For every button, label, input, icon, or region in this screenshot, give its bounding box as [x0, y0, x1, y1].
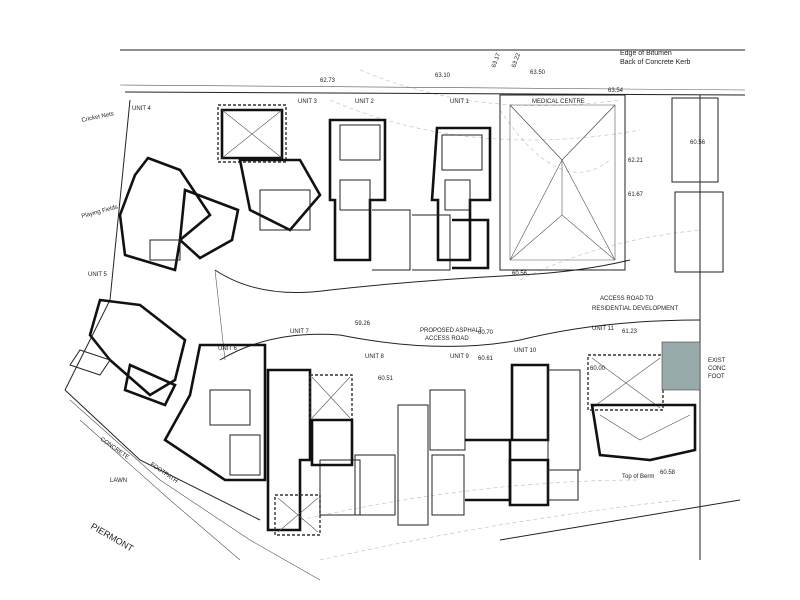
access-road-label-1: ACCESS ROAD TO — [600, 296, 654, 302]
unit-9-label: UNIT 9 — [450, 354, 470, 360]
medical-centre — [499, 94, 626, 271]
level-12: 60.51 — [378, 376, 394, 382]
access-road-label-2: RESIDENTIAL DEVELOPMENT — [592, 306, 678, 312]
level-5: 63.17 — [491, 52, 502, 69]
unit-9-plan — [429, 389, 512, 516]
medical-centre-label: MEDICAL CENTRE — [532, 99, 585, 105]
level-10: 60.56 — [512, 271, 528, 277]
unit-8-plan — [309, 374, 429, 526]
cricket-nets-label: Cricket Nets — [81, 111, 114, 124]
level-14: 60.00 — [590, 366, 606, 372]
unit-10-plan — [508, 363, 581, 507]
level-15: 61.23 — [622, 329, 638, 335]
back-of-kerb-label: Back of Concrete Kerb — [620, 59, 691, 66]
street-label: PIERMONT — [89, 521, 136, 554]
level-11: 60.70 — [478, 330, 494, 336]
level-2: 63.10 — [435, 73, 451, 79]
unit-1-label: UNIT 1 — [450, 99, 470, 105]
unit-11-plan — [587, 341, 701, 462]
unit-3-label: UNIT 3 — [298, 99, 318, 105]
unit-4-label: UNIT 4 — [132, 106, 152, 112]
plan-labels: Edge of Bitumen Back of Concrete Kerb Cr… — [81, 50, 726, 554]
level-9: 60.56 — [690, 140, 706, 146]
top-of-berm-label: Top of Berm — [622, 474, 654, 480]
unit-10-label: UNIT 10 — [514, 348, 537, 354]
unit-3-plan — [217, 104, 322, 232]
unit-6-label: UNIT 6 — [218, 346, 238, 352]
existing-label-3: FOOT — [708, 374, 725, 380]
unit-6-plan — [163, 343, 267, 482]
unit-11-label: UNIT 11 — [592, 326, 614, 332]
unit-7-label: UNIT 7 — [290, 329, 310, 335]
level-6: 63.22 — [511, 52, 522, 69]
level-8: 61.67 — [628, 192, 644, 198]
top-road — [119, 49, 746, 96]
level-16: 60.58 — [660, 470, 676, 476]
level-13: 60.61 — [478, 356, 494, 362]
lawn-label: LAWN — [110, 478, 127, 484]
level-1: 62.73 — [320, 78, 336, 84]
proposed-asphalt-label-1: PROPOSED ASPHALT — [420, 328, 483, 334]
level-4: 63.54 — [608, 88, 624, 94]
playing-fields-label: Playing Fields — [81, 204, 119, 219]
unit-2-plan — [328, 118, 411, 271]
unit-8-label: UNIT 8 — [365, 354, 385, 360]
footpath-label: FOOTPATH — [149, 462, 178, 485]
unit-1-plan — [412, 126, 492, 271]
proposed-asphalt-label-2: ACCESS ROAD — [425, 336, 469, 342]
level-17: 59.26 — [355, 321, 371, 327]
edge-of-bitumen-label: Edge of Bitumen — [620, 50, 672, 57]
site-boundary — [64, 95, 741, 581]
unit-4-plan — [118, 156, 240, 272]
unit-5-plan — [69, 298, 187, 407]
unit-5-label: UNIT 5 — [88, 272, 108, 278]
unit-2-label: UNIT 2 — [355, 99, 375, 105]
parking-bays — [671, 97, 724, 273]
unit-7-plan — [266, 368, 361, 536]
contour-lines — [299, 69, 701, 561]
existing-label-1: EXIST — [708, 358, 726, 364]
level-3: 63.50 — [530, 70, 546, 76]
existing-label-2: CONC — [708, 366, 726, 372]
level-7: 62.21 — [628, 158, 644, 164]
